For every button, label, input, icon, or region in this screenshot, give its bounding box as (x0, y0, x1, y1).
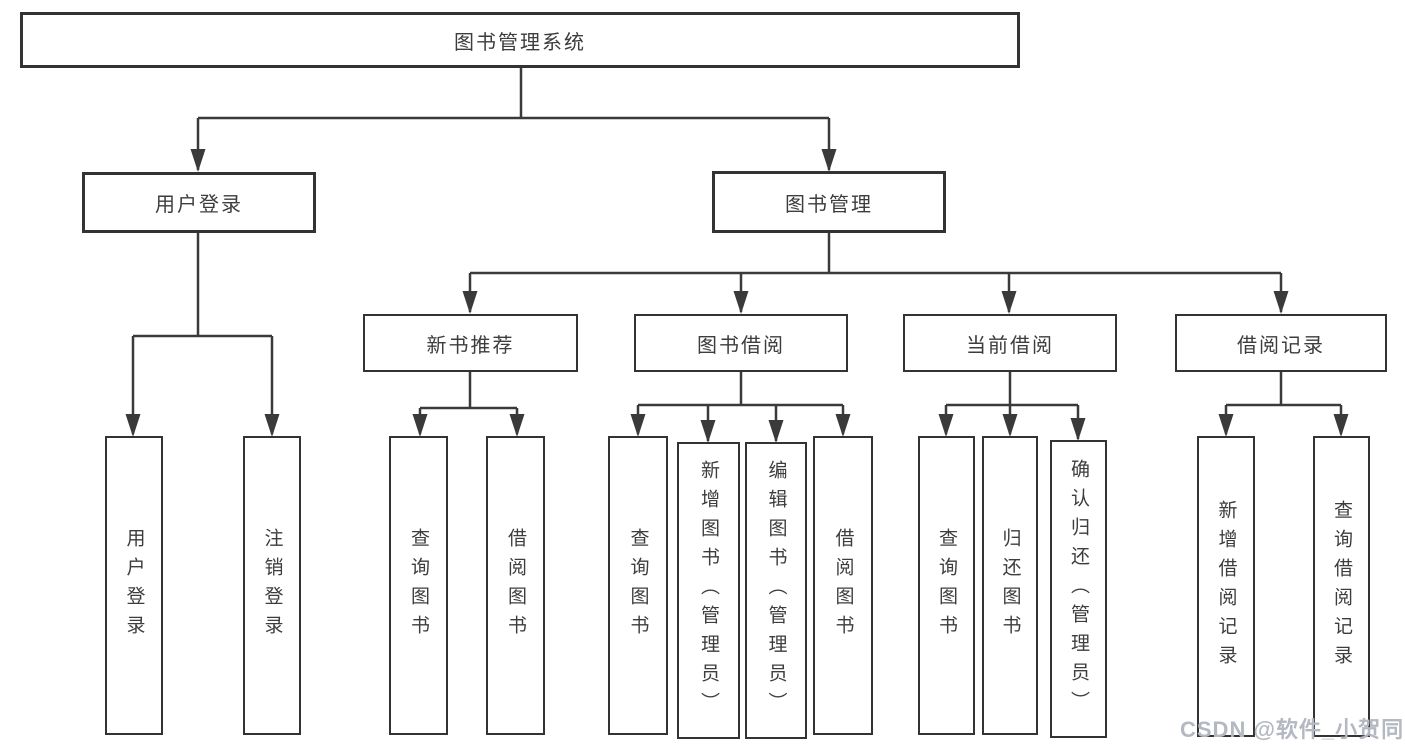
node-current-borrowing-label: 当前借阅 (966, 334, 1054, 357)
leaf-current-confirm-return-admin: 确认归还（管理员） (1050, 440, 1107, 738)
node-root-label: 图书管理系统 (454, 31, 586, 54)
leaf-records-query-record: 查询借阅记录 (1313, 436, 1370, 737)
leaf-logout: 注销登录 (243, 436, 301, 735)
leaf-current-confirm-return-admin-label: 确认归还（管理员） (1068, 458, 1089, 720)
leaf-current-query-books-label: 查询图书 (936, 527, 957, 644)
leaf-borrow-edit-books-admin-label: 编辑图书（管理员） (765, 460, 787, 721)
leaf-records-add-record: 新增借阅记录 (1197, 436, 1255, 737)
leaf-borrow-add-books-admin: 新增图书（管理员） (677, 442, 740, 739)
leaf-borrow-borrow-books: 借阅图书 (813, 436, 873, 735)
leaf-borrow-add-books-admin-label: 新增图书（管理员） (698, 460, 719, 721)
node-borrowing-records: 借阅记录 (1175, 314, 1387, 372)
leaf-borrow-query-books: 查询图书 (608, 436, 668, 735)
node-new-book-recommend: 新书推荐 (363, 314, 578, 372)
leaf-records-add-record-label: 新增借阅记录 (1215, 499, 1237, 674)
node-book-borrowing-label: 图书借阅 (697, 334, 785, 357)
leaf-recommend-borrow-books-label: 借阅图书 (505, 527, 526, 644)
leaf-recommend-query-books: 查询图书 (389, 436, 448, 735)
node-borrowing-records-label: 借阅记录 (1237, 334, 1325, 357)
watermark: CSDN @软件_小贺同学 (1180, 717, 1405, 742)
leaf-borrow-query-books-label: 查询图书 (627, 527, 649, 644)
leaf-recommend-query-books-label: 查询图书 (408, 527, 429, 644)
leaf-recommend-borrow-books: 借阅图书 (486, 436, 545, 735)
node-book-borrowing: 图书借阅 (634, 314, 848, 372)
node-user-login: 用户登录 (82, 172, 316, 233)
node-book-management-label: 图书管理 (785, 193, 873, 216)
leaf-user-login-label: 用户登录 (123, 527, 145, 644)
leaf-borrow-edit-books-admin: 编辑图书（管理员） (745, 442, 807, 739)
leaf-current-return-books: 归还图书 (982, 436, 1038, 735)
node-current-borrowing: 当前借阅 (903, 314, 1117, 372)
node-book-management: 图书管理 (712, 171, 946, 233)
leaf-user-login: 用户登录 (105, 436, 163, 735)
node-user-login-label: 用户登录 (155, 194, 243, 216)
leaf-current-query-books: 查询图书 (918, 436, 975, 735)
node-new-book-recommend-label: 新书推荐 (426, 334, 515, 357)
node-root-library-management-system: 图书管理系统 (20, 12, 1020, 68)
leaf-logout-label: 注销登录 (261, 527, 283, 644)
leaf-current-return-books-label: 归还图书 (999, 527, 1021, 644)
leaf-records-query-record-label: 查询借阅记录 (1331, 499, 1352, 674)
leaf-borrow-borrow-books-label: 借阅图书 (832, 527, 854, 644)
